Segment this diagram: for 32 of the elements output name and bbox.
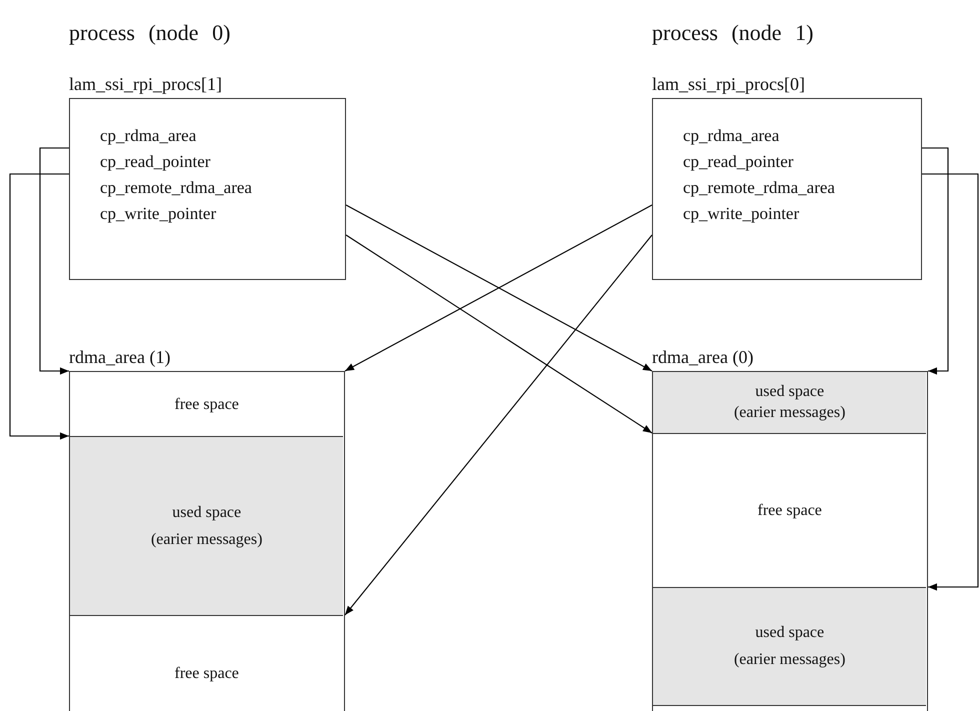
used-space-segment: [70, 436, 344, 615]
field-name: cp_rdma_area: [683, 127, 780, 146]
field-name: cp_write_pointer: [100, 205, 216, 224]
field-name: cp_remote_rdma_area: [683, 179, 835, 198]
process-title: process (node 1): [652, 20, 814, 46]
struct-heading: rdma_area (0): [652, 348, 754, 368]
segment-label: (earier messages): [150, 530, 262, 550]
segment-label: used space: [755, 623, 824, 643]
field-name: cp_remote_rdma_area: [100, 179, 252, 198]
segment-label: (earier messages): [734, 650, 846, 670]
used-space-segment: [653, 372, 926, 434]
arrow: [344, 234, 652, 616]
field-name: cp_read_pointer: [100, 153, 210, 172]
segment-label: used space: [172, 502, 242, 522]
field-name: cp_write_pointer: [683, 205, 800, 224]
process-title: process (node 0): [69, 20, 230, 46]
arrow: [9, 173, 69, 440]
arrow: [39, 147, 69, 375]
segment-label: free space: [758, 500, 822, 521]
field-name: cp_read_pointer: [683, 153, 794, 172]
struct-heading: rdma_area (1): [69, 348, 170, 368]
arrow: [922, 173, 979, 591]
segment-label: (earier messages): [734, 403, 846, 423]
arrow: [922, 147, 949, 375]
segment-label: free space: [174, 394, 239, 415]
arrow: [346, 234, 652, 434]
segment-label: used space: [755, 382, 824, 402]
used-space-segment: [653, 586, 926, 705]
field-name: cp_rdma_area: [100, 127, 196, 146]
segment-label: free space: [174, 664, 239, 684]
struct-heading: lam_ssi_rpi_procs[0]: [652, 75, 805, 95]
struct-heading: lam_ssi_rpi_procs[1]: [69, 75, 222, 95]
